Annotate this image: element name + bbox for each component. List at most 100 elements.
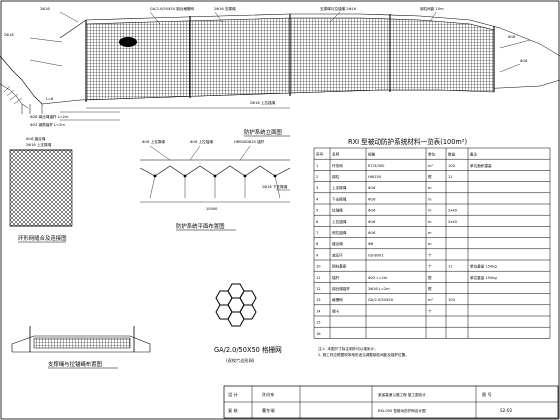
table-cell: 绳卡 [332,308,340,313]
caption-ring-detail: 环形网缝合及连接图 [18,234,67,242]
table-cell: 上支撑绳 [332,185,347,190]
table-cell: Φ16 [368,220,376,224]
table-cell: Φ16 [368,186,376,190]
table-cell: 个 [428,252,432,257]
table-cell: GA/2.0/50X50 [368,298,394,302]
table-cell: R7/3/300 [368,164,385,168]
table-cell: 4 [316,197,319,201]
label-ring-top-rope: 2Φ16 上支撑绳 [26,142,52,147]
table-cell: 11 [448,175,453,179]
table-cell: 上拉锚绳 [332,219,347,224]
label-rebar-anchor: Φ25 钢筋锚杆 L=2m [30,122,65,127]
label-plan-rebar: HRB400Φ25 锚杆 [234,139,265,144]
caption-mesh-detail: GA/2.0/50X50 格栅网 [214,345,282,354]
label-ring-stitch: Φ16 缝合绳 [26,136,46,141]
label-2phi16-a: 2Φ16 [40,7,50,11]
table-cell: m [428,220,432,224]
hexagon-mesh-detail: GA/2.0/50X50 格栅网 (双绞六边形网) [214,283,282,364]
table-cell: m² [428,298,434,302]
drawing-name: RXI-050 型被动防护网设计图 [378,408,426,413]
table-cell: 根 [428,286,432,291]
table-cell: 拉锚绳 [332,208,343,213]
table-cell: 2 [316,175,318,179]
table-cell: HW150 [368,175,382,179]
table-header-cell: 数量 [448,152,456,157]
table-cell: 13 [316,298,321,302]
table-cell: 格栅网 [332,297,343,302]
table-cell: 100 [448,298,456,302]
checker-label: 复 核 [228,407,239,414]
table-cell: 根 [428,174,432,179]
table-cell: m² [428,164,434,168]
table-cell: 侧拉锚绳 [332,230,347,235]
table-cell: Φ8 [368,242,374,246]
table-cell: 钢柱基座 [332,264,347,269]
caption-base-detail: 支撑绳与拉锚绳布置图 [48,360,102,368]
table-cell: 2x40 [448,209,458,213]
caption-elevation: 防护系统立面图 [244,128,282,136]
label-mesh: GA/2.0/50X50 钢丝格栅网 [150,6,195,11]
elevation-view: GA/2.0/50X50 钢丝格栅网 2Φ16 支撑绳 支撑绳与拉锚绳 2Φ16… [0,6,560,137]
title-block: 设 计 孙向东 复 核 曹冬瑞 某省高速公路工程 施工图设计 RXI-050 型… [223,385,559,419]
label-support-rope-top: 2Φ16 支撑绳 [214,6,236,11]
table-cell: 7 [316,231,318,235]
table-cell: 缝合绳 [332,241,343,246]
label-wire-anchor: Φ28 钢丝绳锚杆 L=2m [30,114,69,119]
table-cell: 钢丝绳锚杆 [332,286,350,291]
table-cell: m [428,242,432,246]
label-top-anchor: 2Φ16 上拉锚绳 [250,100,276,105]
table-cell: GS-8001 [368,253,384,257]
table-cell: 10 [316,265,321,269]
table-cell: m [428,186,432,190]
table-cell: 单位重量 150kg [470,264,497,269]
table-border [313,147,551,339]
ring-net-detail: 2Φ16 上支撑绳 Φ16 缝合绳 环形网缝合及连接图 [9,136,73,243]
label-post-spacing: 钢柱间距 10m [420,6,444,11]
table-cell: 2Φ16 L=2m [368,287,390,291]
table-cell: m [428,231,432,235]
table-cell: 下支撑绳 [332,196,347,201]
checker-name: 曹冬瑞 [262,407,275,414]
table-cell: 1 [316,164,318,168]
base-detail: 支撑绳与拉锚绳布置图 [11,326,151,369]
table-cell: 3 [316,186,318,190]
table-cell: 个 [428,308,432,313]
table-cell: 9 [316,253,319,257]
label-support-anchor-rope: 支撑绳与拉锚绳 2Φ16 [320,6,357,11]
table-cell: 锚杆 [332,275,340,280]
drawing-number: S2-02 [500,408,512,413]
table-note-1: 注:1. 本图尺寸除注明外均以毫米计。 [318,346,378,351]
table-cell: Φ16 [368,197,376,201]
table-cell: 根 [428,275,432,280]
designer-label: 设 计 [228,391,238,398]
table-cell: 8 [316,242,319,246]
table-cell: 环形网 [332,163,343,168]
label-length: L=6 [46,97,54,101]
sheet-label: 图 号 [482,392,492,398]
table-cell: 2x40 [448,220,458,224]
label-phi16-a: Φ16 [508,35,516,39]
table-cell: m [428,209,432,213]
table-cell: 12 [316,287,321,291]
table-header-cell: 单位 [428,152,436,157]
label-plan-top-anchor: Φ16 上拉锚绳 [190,139,213,144]
table-cell: Φ16 [368,231,376,235]
table-cell: 11 [448,265,453,269]
table-header-cell: 名称 [332,152,340,157]
caption-plan: 防护系统平面布置图 [176,222,225,230]
table-cell: 个 [428,264,432,269]
project-name: 某省高速公路工程 施工图设计 [378,392,426,397]
plan-view: Φ16 上支撑绳 Φ16 上拉锚绳 HRB400Φ25 锚杆 2Φ16 下支撑绳… [139,139,291,231]
table-cell: 单位重量 150kg [470,275,497,280]
table-title: RXI 型被动防护系统材料一览表(100m²) [348,137,467,146]
designer-name: 孙向东 [262,391,275,397]
table-cell: m [428,197,432,201]
label-2phi16-b: 2Φ16 [4,33,14,37]
subcaption-mesh-detail: (双绞六边形网) [226,357,255,364]
table-header-cell: 规格 [368,152,376,157]
label-phi16-b: Φ16 [520,59,528,63]
table-cell: 11 [316,276,321,280]
table-cell: 钢柱 [332,174,340,179]
